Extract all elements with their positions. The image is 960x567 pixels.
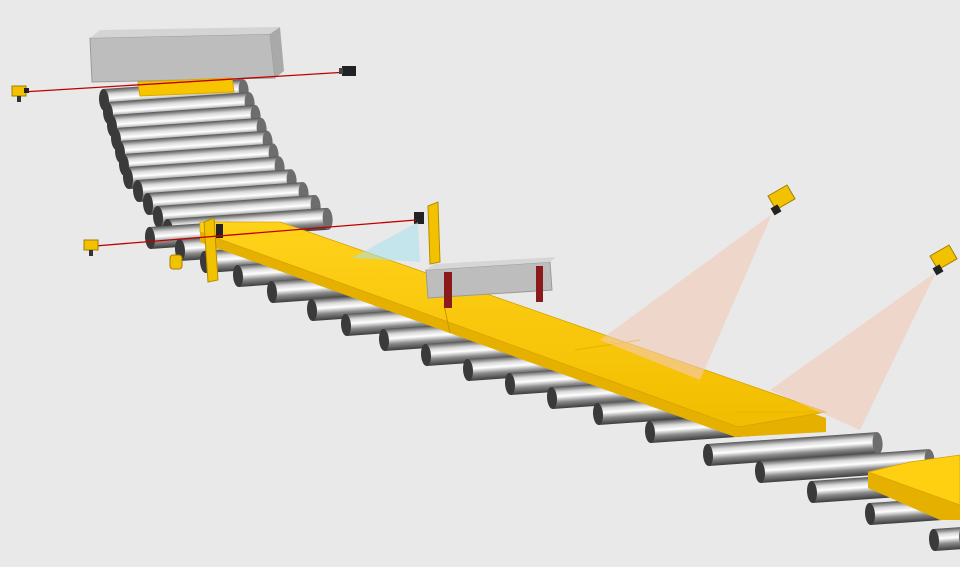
conveyor-roller xyxy=(929,526,960,551)
camera-cone-2 xyxy=(770,272,936,430)
small-side-sensor-icon xyxy=(169,254,183,270)
gray-crossbar xyxy=(425,257,556,308)
top-yellow-plate xyxy=(137,77,235,97)
light-barrier-receiver-icon xyxy=(339,66,356,76)
light-barrier-emitter-icon xyxy=(11,85,29,102)
camera-cone-1 xyxy=(600,214,772,380)
conveyor-roller xyxy=(703,432,883,466)
upper-laser-beam xyxy=(21,71,349,93)
middle-laser-beam xyxy=(94,219,417,247)
top-gray-block xyxy=(89,27,284,83)
camera-sensor-icon xyxy=(767,184,796,216)
yellow-slab-main xyxy=(199,221,827,437)
middle-light-barrier-emitter-icon xyxy=(83,239,99,256)
upper-roller-stack xyxy=(99,79,333,241)
laser-scanner-icon xyxy=(352,201,441,265)
yellow-slab-right xyxy=(866,454,960,520)
camera-sensor-icon-2 xyxy=(929,244,958,276)
left-gate-post xyxy=(203,217,223,283)
